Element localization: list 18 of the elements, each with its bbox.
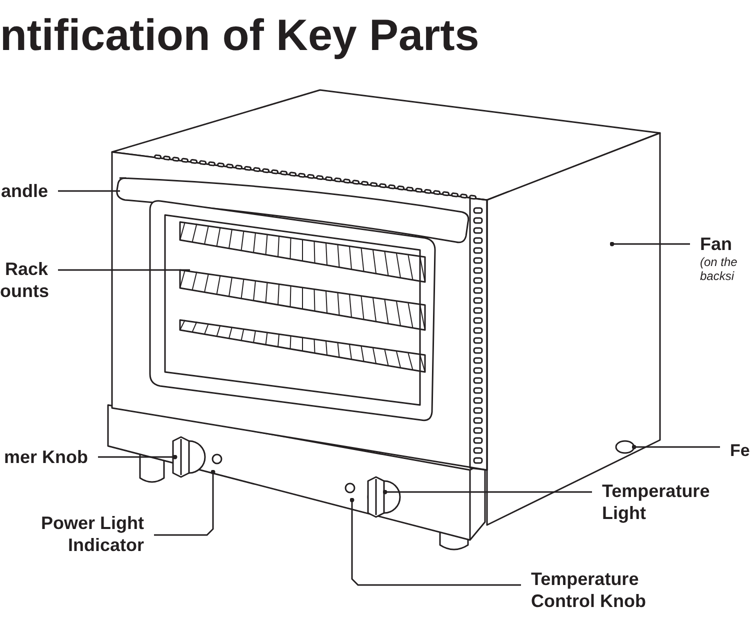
part-label: Fan [700,233,734,255]
leader-line [350,498,521,586]
part-label: Temperature Control Knob [531,568,647,612]
part-label: Power Light Indicator [40,512,144,556]
part-label: Fe [730,440,750,462]
leader-line [610,242,690,246]
leader-line [58,190,120,192]
leader-line [382,490,592,494]
part-note: (on the backsi [700,255,738,283]
part-label: andle [0,180,48,202]
part-label: mer Knob [2,446,88,468]
leader-line [632,444,720,450]
leader-line [154,470,216,536]
leader-line [58,269,190,271]
title: ntification of Key Parts [0,10,480,62]
part-label: Rack ounts [0,258,48,302]
leader-line [98,454,178,460]
part-label: Temperature Light [602,480,711,524]
